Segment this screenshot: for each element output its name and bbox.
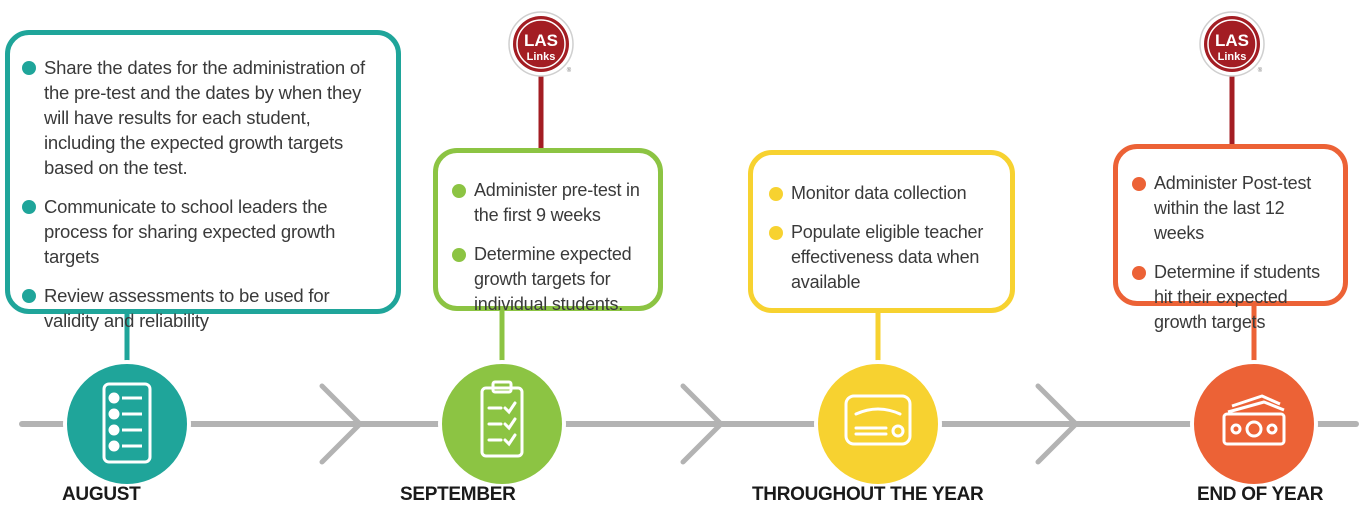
stage-label-throughout-the-year: THROUGHOUT THE YEAR [752,484,984,505]
bullet-dot [452,248,466,262]
svg-text:LAS: LAS [1215,31,1249,50]
svg-text:Links: Links [1218,51,1247,63]
chevron-right-icon [1035,383,1079,465]
list-item: Administer pre-test in the first 9 weeks [452,178,648,228]
card-end-of-year: Administer Post-test within the last 12 … [1113,144,1348,332]
monitor-device-icon [844,394,912,446]
stage-circle-august [63,360,191,488]
list-item-text: Administer pre-test in the first 9 weeks [474,180,640,225]
list-item: Monitor data collection [769,181,1000,206]
svg-text:LAS: LAS [524,31,558,50]
list-item-text: Determine expected growth targets for in… [474,244,632,314]
list-item-text: Share the dates for the administration o… [44,57,365,178]
svg-text:®: ® [567,67,572,74]
bullet-dot [769,226,783,240]
chevron-right-icon [680,383,724,465]
stage-circle-september [438,360,566,488]
clipboard-checklist-icon [480,380,524,458]
las-links-logo-end: LAS Links ® [1199,11,1265,77]
bullet-dot [22,200,36,214]
bullet-dot [452,184,466,198]
list-item-text: Populate eligible teacher effectiveness … [791,222,984,292]
stage-circle-end [1190,360,1318,488]
bullet-dot [22,61,36,75]
bullet-dot [769,187,783,201]
checklist-icon [102,382,152,464]
bullet-dot [1132,266,1146,280]
list-item: Determine if students hit their expected… [1132,260,1333,335]
list-item-text: Administer Post-test within the last 12 … [1154,173,1312,243]
list-item: Determine expected growth targets for in… [452,242,648,317]
list-item: Communicate to school leaders the proces… [22,194,382,269]
chevron-right-icon [319,383,363,465]
card-september: Administer pre-test in the first 9 weeks… [433,148,663,314]
stage-label-september: SEPTEMBER [400,484,516,505]
money-bills-icon [1222,394,1286,446]
bullet-dot [1132,177,1146,191]
list-item-text: Monitor data collection [791,183,967,203]
stage-circle-throughout [814,360,942,488]
svg-text:®: ® [1258,67,1263,74]
card-throughout-the-year: Monitor data collection Populate eligibl… [748,150,1015,313]
list-item: Administer Post-test within the last 12 … [1132,171,1333,246]
stage-label-end-of-year: END OF YEAR [1197,484,1324,505]
stage-label-august: AUGUST [62,484,141,505]
bullet-dot [22,289,36,303]
las-links-logo-september: LAS Links ® [508,11,574,77]
list-item-text: Determine if students hit their expected… [1154,262,1320,332]
list-item-text: Communicate to school leaders the proces… [44,196,336,267]
svg-text:Links: Links [527,51,556,63]
list-item: Share the dates for the administration o… [22,55,382,180]
list-item-text: Review assessments to be used for validi… [44,285,330,331]
card-august: Share the dates for the administration o… [5,30,401,331]
list-item: Populate eligible teacher effectiveness … [769,220,1000,295]
list-item: Review assessments to be used for validi… [22,283,382,333]
